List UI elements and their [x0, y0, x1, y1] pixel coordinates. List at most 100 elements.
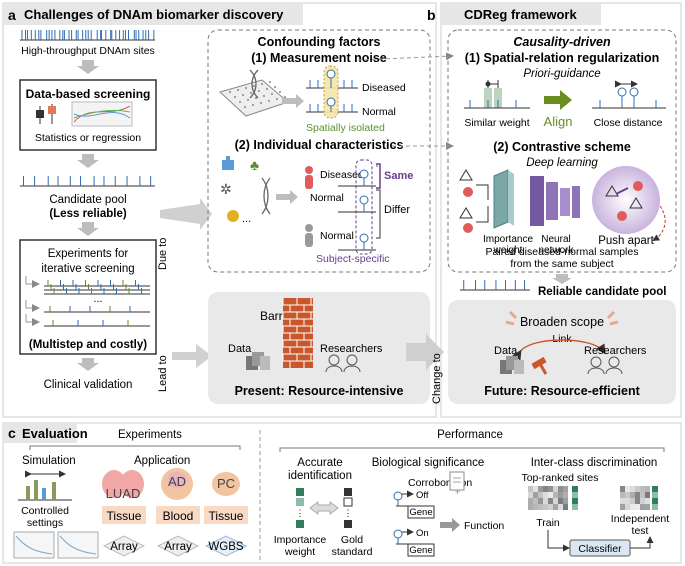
svg-text:⋮: ⋮ — [344, 508, 353, 518]
off-label: Off — [416, 490, 429, 501]
gear-icon: ✲ — [220, 181, 232, 197]
controlled-2: settings — [27, 517, 63, 529]
reg-title: (1) Spatial-relation regularization — [465, 51, 659, 65]
gene1-label: Gene — [409, 507, 432, 518]
neural-1: Neural — [541, 234, 570, 245]
person-diseased-icon — [305, 166, 313, 189]
exp-ellipsis: ... — [93, 293, 102, 305]
similar-weight-diagram — [464, 80, 530, 109]
dnam-sites-track — [20, 30, 155, 41]
boxplot-icon — [36, 104, 56, 124]
cf2-normal-1: Normal — [310, 192, 344, 204]
flow-arrow-1 — [77, 60, 99, 74]
brick-wall-icon — [282, 298, 313, 368]
confounding-box — [207, 29, 431, 273]
exp-note: (Multistep and costly) — [29, 339, 147, 351]
svg-text:⋮: ⋮ — [296, 508, 305, 518]
microarray-icon — [219, 69, 290, 117]
pool-ticks — [22, 176, 152, 186]
contrast-title: (2) Contrastive scheme — [493, 140, 631, 154]
sample-inputs — [459, 169, 489, 233]
train-heatmap — [528, 486, 568, 510]
prostate-icon — [212, 472, 240, 496]
paired-2: from the same subject — [510, 258, 613, 270]
importance-2: weight — [493, 245, 523, 256]
gene-on-diagram — [393, 528, 435, 557]
noise-highlight — [323, 65, 339, 119]
array1-label: Array — [110, 541, 138, 553]
cf2-diseased: Diseased — [320, 169, 364, 181]
ad-label: AD — [168, 474, 186, 489]
panel-c-title: Evaluation — [22, 426, 88, 441]
experiments-box — [19, 239, 157, 355]
accurate-1: Accurate — [297, 457, 342, 469]
experiments-brace — [29, 445, 241, 450]
document-icon: + — [449, 471, 465, 497]
array1-chip — [102, 535, 146, 557]
performance-label: Performance — [437, 429, 503, 441]
sites-label: High-throughput DNAm sites — [21, 45, 155, 57]
test-heatmap — [620, 486, 650, 510]
link-label: Link — [552, 333, 572, 345]
push-label: Push apart — [598, 235, 654, 247]
cf-title: Confounding factors — [258, 35, 381, 49]
flow-arrow-2 — [77, 154, 99, 168]
data-icon — [246, 352, 270, 370]
same-label: Same — [384, 170, 413, 182]
panel-c-letter: c — [8, 425, 16, 441]
barrier-researchers: Researchers — [320, 343, 383, 355]
causality-label: Causality-driven — [513, 35, 611, 49]
future-researchers-icon — [587, 356, 623, 375]
gene-off-diagram — [393, 490, 435, 519]
deep-label: Deep learning — [526, 157, 598, 169]
due-to-label: Due to — [157, 238, 169, 270]
cf-2: (2) Individual characteristics — [235, 138, 404, 152]
train-label: Train — [536, 517, 560, 529]
change-to-arrow — [406, 334, 444, 370]
c-importance-1: Importance — [274, 534, 327, 546]
importance-stack: ⋮ — [296, 488, 305, 528]
panel-b-letter: b — [427, 7, 436, 23]
align-arrow — [544, 90, 572, 110]
topranked-label: Top-ranked sites — [521, 472, 598, 484]
cf-1: (1) Measurement noise — [251, 51, 387, 65]
link-arrow — [512, 339, 606, 361]
future-data-icon — [500, 356, 524, 374]
close-distance-diagram — [592, 80, 666, 109]
site-ticks — [21, 30, 155, 40]
present-label: Present: Resource-intensive — [235, 384, 404, 398]
environment-icons: ♣ ✲ ... — [220, 156, 271, 225]
cf1-normal: Normal — [362, 106, 396, 118]
more-ellipsis: ... — [242, 213, 251, 225]
subject-highlight — [355, 159, 373, 255]
screening-sub: Statistics or regression — [35, 132, 141, 144]
exp-line1: Experiments for — [48, 248, 129, 260]
neural-2: network — [538, 245, 574, 256]
b-down-arrow — [552, 274, 572, 284]
function-arrow — [440, 518, 460, 532]
lead-to-label: Lead to — [157, 355, 169, 392]
noise-tracks — [306, 65, 358, 119]
future-researchers: Researchers — [584, 345, 647, 357]
close-label: Close distance — [594, 117, 663, 129]
subject-tracks — [338, 169, 376, 251]
tissue2-label: Tissue — [209, 509, 244, 523]
indep-2: test — [632, 525, 649, 537]
cf2-normal-2: Normal — [320, 230, 354, 242]
panel-b-header-bg — [441, 3, 601, 25]
blood-badge — [156, 506, 200, 524]
change-to-label: Change to — [431, 353, 443, 404]
train-to-classifier-arrow — [547, 530, 570, 552]
barrier-box — [208, 292, 430, 404]
exercise-icon: ♣ — [250, 157, 259, 173]
function-label: Function — [464, 520, 504, 532]
push-apart-sphere — [592, 166, 660, 234]
experiment-tracks — [25, 276, 150, 327]
screening-title: Data-based screening — [26, 87, 151, 101]
inter-label: Inter-class discrimination — [531, 457, 658, 469]
panel-b-title: CDReg framework — [464, 7, 577, 22]
lead-to-arrow — [172, 344, 212, 368]
radiation-icon — [227, 210, 239, 222]
person-normal-icon — [305, 224, 313, 247]
